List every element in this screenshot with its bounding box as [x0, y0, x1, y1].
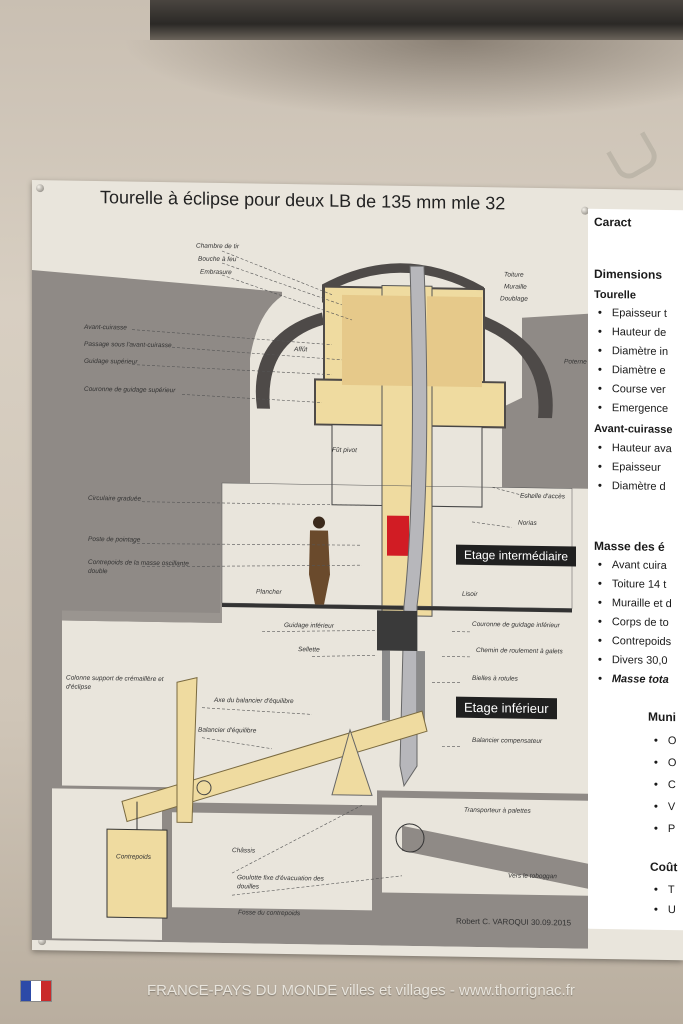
- tag-etage-intermediaire: Etage intermédiaire: [456, 544, 577, 567]
- panel-item: Diamètre d: [598, 480, 666, 493]
- label-balancier: Balancier d'équilibre: [198, 726, 257, 735]
- label-doublage: Doublage: [500, 295, 528, 303]
- turret-diagram: [32, 250, 588, 949]
- panel-item: O: [654, 757, 677, 769]
- label-sellette: Sellette: [298, 646, 320, 654]
- panel-item: Course ver: [598, 383, 666, 396]
- label-contrepoids: Contrepoids: [116, 853, 152, 861]
- panel-item: Hauteur de: [598, 326, 666, 339]
- label-avant-cuirasse: Avant-cuirasse: [84, 323, 127, 332]
- panel-item: U: [654, 904, 676, 916]
- label-couronne-inf: Couronne de guidage inférieur: [472, 620, 560, 630]
- label-embrasure: Embrasure: [200, 268, 232, 277]
- label-affut: Affût: [294, 346, 308, 354]
- ceiling-pipe: [150, 0, 683, 40]
- panel-item: Epaisseur: [598, 461, 661, 474]
- label-toboggan: Vers le toboggan: [508, 872, 557, 881]
- panel-item: Emergence: [598, 402, 668, 415]
- label-transporteur: Transporteur à palettes: [464, 806, 531, 815]
- label-couronne-sup: Couronne de guidage supérieur: [84, 385, 176, 395]
- panel-title: Caract: [594, 214, 632, 230]
- panel-item: Muraille et d: [598, 597, 672, 610]
- wall-hook: [606, 131, 662, 184]
- panel-item: Toiture 14 t: [598, 578, 666, 591]
- label-bouche: Bouche à feu: [198, 255, 237, 264]
- characteristics-panel: Caract Dimensions Tourelle Epaisseur t H…: [588, 208, 683, 931]
- flag-logo: [20, 980, 52, 1002]
- label-lisoir: Lisoir: [462, 590, 478, 598]
- label-goulotte: Goulotte fixe d'évacuation des douilles: [237, 874, 324, 891]
- label-chassis: Châssis: [232, 847, 256, 855]
- label-fut: Fût pivot: [332, 446, 357, 455]
- label-chambre: Chambre de tir: [196, 242, 239, 251]
- label-echelle: Echelle d'accès: [520, 492, 565, 501]
- label-poterne: Poterne: [564, 358, 587, 366]
- panel-item: Avant cuira: [598, 559, 667, 572]
- panel-cout: Coût: [650, 859, 678, 875]
- panel-item: Diamètre e: [598, 364, 666, 377]
- panel-item: Masse tota: [598, 673, 669, 686]
- panel-item: O: [654, 735, 677, 747]
- panel-muni: Muni: [648, 709, 676, 725]
- label-muraille: Muraille: [504, 283, 527, 291]
- pipe-shadow: [120, 40, 683, 120]
- footer-watermark: FRANCE-PAYS DU MONDE villes et villages …: [147, 982, 575, 999]
- panel-item: C: [654, 779, 676, 791]
- label-passage: Passage sous l'avant-cuirasse: [84, 340, 172, 350]
- label-circulaire: Circulaire graduée: [88, 494, 142, 503]
- panel-item: V: [654, 801, 675, 813]
- panel-item: Hauteur ava: [598, 442, 672, 455]
- panel-item: Divers 30,0: [598, 654, 668, 667]
- label-contrepoids-masse: Contrepoids de la masse oscillante doubl…: [88, 558, 189, 576]
- tag-etage-inferieur: Etage inférieur: [456, 696, 557, 720]
- label-axe: Axe du balancier d'équilibre: [214, 696, 294, 706]
- label-guidage-inf: Guidage inférieur: [284, 621, 334, 630]
- info-board: Tourelle à éclipse pour deux LB de 135 m…: [32, 180, 683, 961]
- panel-item: Diamètre in: [598, 345, 668, 358]
- label-poste: Poste de pointage: [88, 535, 141, 544]
- panel-dimensions: Dimensions: [594, 266, 663, 282]
- label-norias: Norias: [518, 519, 537, 527]
- label-toiture: Toiture: [504, 271, 524, 279]
- panel-item: T: [654, 884, 675, 896]
- label-balancier-comp: Balancier compensateur: [472, 736, 543, 746]
- panel-tourelle: Tourelle: [594, 288, 636, 302]
- label-bielles: Bielles à rotules: [472, 674, 518, 683]
- panel-item: Epaisseur t: [598, 307, 667, 320]
- panel-item: Corps de to: [598, 616, 669, 629]
- label-guidage-sup: Guidage supérieur: [84, 357, 138, 366]
- label-plancher: Plancher: [256, 588, 282, 596]
- label-chemin: Chemin de roulement à galets: [476, 646, 563, 656]
- credit: Robert C. VAROQUI 30.09.2015: [456, 916, 572, 928]
- panel-avant: Avant-cuirasse: [594, 422, 673, 437]
- panel-item: Contrepoids: [598, 635, 671, 648]
- label-fosse: Fosse du contrepoids: [238, 909, 301, 918]
- label-colonne: Colonne support de crémaillère et d'écli…: [66, 674, 164, 691]
- panel-item: P: [654, 823, 675, 835]
- panel-masse: Masse des é: [594, 538, 665, 554]
